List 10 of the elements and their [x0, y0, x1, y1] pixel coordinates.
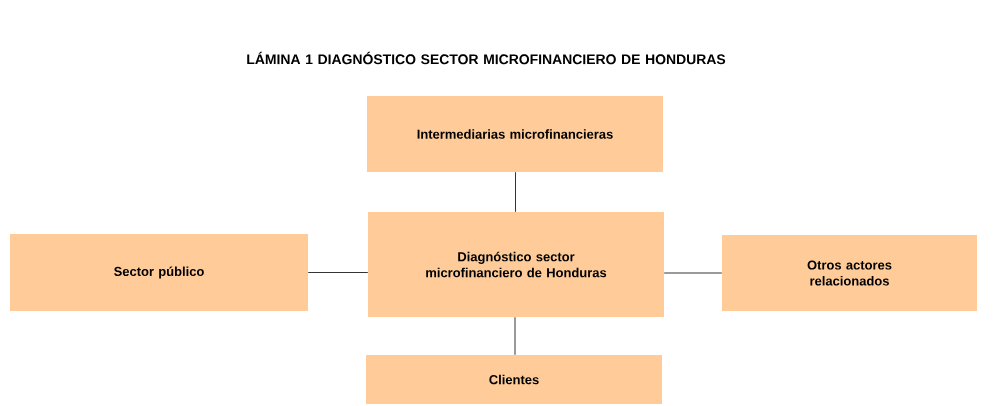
box: Intermediarias microfinancieras: [367, 96, 663, 172]
box: Sector público: [10, 234, 308, 311]
title: LÁMINA 1 DIAGNÓSTICO SECTOR MICROFINANCIERO DE HONDURAS: [247, 51, 726, 65]
connector-line: [307, 272, 369, 273]
box: Otros actores relacionados: [722, 235, 977, 311]
connector-line: [514, 316, 516, 356]
connector-line: [515, 171, 516, 213]
box: Clientes: [366, 355, 662, 404]
box: Diagnóstico sector microfinanciero de Honduras: [368, 212, 664, 317]
connector-line: [663, 272, 723, 274]
